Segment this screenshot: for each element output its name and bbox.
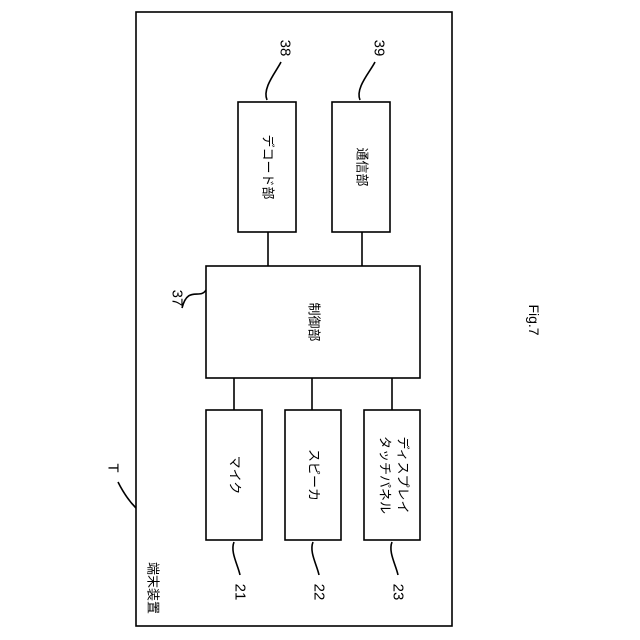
ref-21: 21 bbox=[232, 584, 249, 601]
ref-38: 38 bbox=[277, 40, 294, 57]
control-label: 制御部 bbox=[306, 302, 321, 341]
decode-label: デコード部 bbox=[260, 134, 276, 199]
leader-T bbox=[118, 482, 136, 508]
ref-23: 23 bbox=[390, 584, 407, 601]
speaker-label: スピーカ bbox=[306, 449, 321, 501]
device-label: 端末装置 bbox=[145, 562, 160, 614]
comm-label: 通信部 bbox=[354, 147, 369, 186]
figure-label: Fig.7 bbox=[526, 304, 542, 335]
touch-label-line1: タッチパネル bbox=[377, 436, 392, 514]
ref-22: 22 bbox=[311, 584, 328, 601]
ref-37: 37 bbox=[169, 290, 186, 307]
ref-39: 39 bbox=[371, 40, 388, 57]
mic-label: マイク bbox=[227, 456, 242, 495]
touch-label-line2: ディスプレイ bbox=[395, 436, 411, 513]
ref-T: T bbox=[105, 463, 122, 472]
